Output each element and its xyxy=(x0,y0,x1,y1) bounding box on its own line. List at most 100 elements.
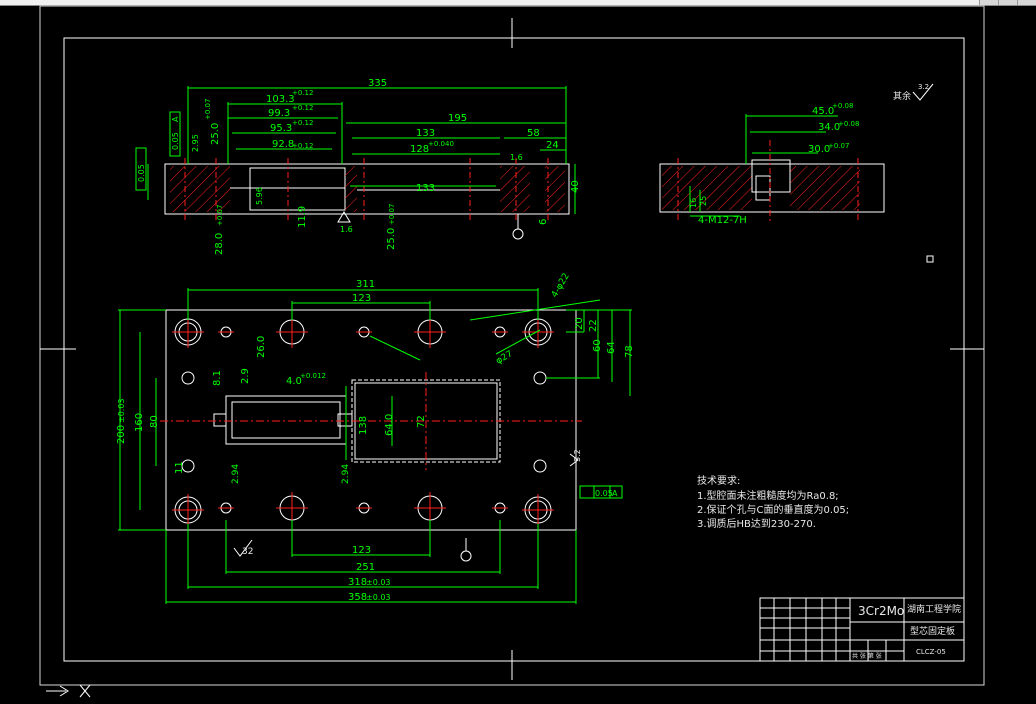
dim-318-tol: ±0.03 xyxy=(366,578,391,587)
dim-30-tol: +0.07 xyxy=(828,142,849,150)
title-block xyxy=(759,597,965,662)
front-dimension-lines xyxy=(147,86,576,214)
dim-335: 335 xyxy=(368,78,387,89)
cursor-pickbox xyxy=(926,255,934,263)
part-name-label: 型芯固定板 xyxy=(910,625,955,637)
school-label: 湖南工程学院 xyxy=(907,603,961,615)
dim-78: 78 xyxy=(624,345,635,358)
dim-25a-tol: +0.07 xyxy=(204,99,212,120)
ucs-icon xyxy=(46,684,91,698)
rest-roughness: 其余 3.2 xyxy=(893,83,934,102)
dim-25b-tol: +0.07 xyxy=(388,204,396,225)
flatness-frame: 0.05 xyxy=(135,147,147,191)
dim-133b: 133 xyxy=(416,183,435,194)
datum-symbol-top xyxy=(337,211,524,240)
dim-30: 30.0 xyxy=(808,144,830,155)
dim-311: 311 xyxy=(356,279,375,290)
dim-99: 99.3 xyxy=(268,108,290,119)
dim-2-9: 2.9 xyxy=(240,368,251,384)
dim-138: 138 xyxy=(358,416,369,435)
minimize-button[interactable] xyxy=(979,0,998,5)
dim-103-tol: +0.12 xyxy=(292,89,313,97)
dim-358-tol: ±0.03 xyxy=(366,593,391,602)
dim-25: 25 xyxy=(699,196,708,206)
dim-28-tol: +0.07 xyxy=(216,205,224,226)
svg-text:0.05: 0.05 xyxy=(137,164,146,182)
dim-25a: 25.0 xyxy=(210,123,221,145)
dim-200: 200 xyxy=(116,425,127,444)
section-view-front xyxy=(164,158,570,222)
rough-16: 1.6 xyxy=(510,153,523,162)
sheet-count: 共 张 第 张 xyxy=(852,652,882,660)
svg-text:32: 32 xyxy=(242,547,253,557)
dim-95: 95.3 xyxy=(270,123,292,134)
dim-200-tol: ±0.03 xyxy=(117,398,126,423)
dim-28: 28.0 xyxy=(214,233,225,255)
svg-text:3.2: 3.2 xyxy=(573,449,582,462)
dim-123a: 123 xyxy=(352,293,371,304)
roughness-symbols-plan: 32 3.2 xyxy=(233,449,582,562)
dim-133a: 133 xyxy=(416,128,435,139)
dim-123b: 123 xyxy=(352,545,371,556)
dim-64b: 64.0 xyxy=(384,414,395,436)
window-controls xyxy=(979,0,1036,5)
section-view-side: 45.0 +0.08 34.0 +0.08 30.0 +0.07 4-M12-7… xyxy=(659,102,885,226)
notes-line-1: 1.型腔面未注粗糙度均为Ra0.8; xyxy=(697,489,839,502)
dim-11: 11 xyxy=(174,461,185,474)
dim-5-96: 5.96 xyxy=(255,187,264,205)
dim-45: 45.0 xyxy=(812,106,834,117)
dim-phi27: φ27 xyxy=(495,349,515,366)
material-label: 3Cr2Mo xyxy=(858,604,904,618)
dim-16: 16 xyxy=(689,198,698,208)
dim-40: 40 xyxy=(570,180,581,193)
dim-72: 72 xyxy=(416,415,427,428)
dim-160: 160 xyxy=(134,413,145,432)
close-button[interactable] xyxy=(1017,0,1036,5)
dim-6: 6 xyxy=(538,219,549,225)
drawing-number: CLCZ-05 xyxy=(916,648,946,656)
dim-34: 34.0 xyxy=(818,122,840,133)
dim-99-tol: +0.12 xyxy=(292,104,313,112)
svg-text:3.2: 3.2 xyxy=(918,83,929,91)
dim-24: 24 xyxy=(546,140,559,151)
centering-marks xyxy=(40,18,984,680)
dim-92-tol: +0.12 xyxy=(292,142,313,150)
plan-dimension-lines xyxy=(118,288,632,604)
dim-95-tol: +0.12 xyxy=(292,119,313,127)
svg-text:A: A xyxy=(612,489,618,498)
dim-2-94b: 2.94 xyxy=(341,464,351,484)
notes-heading: 技术要求: xyxy=(697,474,740,487)
dim-58: 58 xyxy=(527,128,540,139)
rough-16b: 1.6 xyxy=(340,225,353,234)
dim-195: 195 xyxy=(448,113,467,124)
dim-11: 11.9 xyxy=(297,206,308,228)
svg-text:0.05: 0.05 xyxy=(171,132,180,150)
dim-103: 103.3 xyxy=(266,94,295,105)
maximize-button[interactable] xyxy=(998,0,1017,5)
dim-318: 318 xyxy=(348,577,367,588)
dim-2-94a: 2.94 xyxy=(231,464,241,484)
dim-8-1: 8.1 xyxy=(212,370,223,386)
parallelism-frame: 0.05 A xyxy=(169,111,181,157)
perpendicularity-frame: 0.05 A xyxy=(579,485,623,499)
notes-line-3: 3.调质后HB达到230-270. xyxy=(697,518,816,530)
dim-64: 64 xyxy=(606,341,617,354)
svg-text:0.05: 0.05 xyxy=(595,489,613,498)
dim-4-0: 4.0 xyxy=(286,376,302,387)
dim-25b: 25.0 xyxy=(386,228,397,250)
plan-view xyxy=(160,309,582,531)
dim-92: 92.8 xyxy=(272,139,294,150)
dim-128-tol: +0.040 xyxy=(428,140,454,148)
dim-20: 20 xyxy=(574,317,585,330)
dim-34-tol: +0.08 xyxy=(838,120,859,128)
dim-phi22: 4-φ22 xyxy=(550,272,572,300)
dim-2-95: 2.95 xyxy=(191,134,200,152)
dim-22: 22 xyxy=(588,319,599,332)
dim-251: 251 xyxy=(356,562,375,573)
svg-text:其余: 其余 xyxy=(893,90,911,102)
technical-notes: 技术要求: 1.型腔面未注粗糙度均为Ra0.8; 2.保证个孔与C面的垂直度为0… xyxy=(697,474,849,530)
dim-358: 358 xyxy=(348,592,367,603)
notes-line-2: 2.保证个孔与C面的垂直度为0.05; xyxy=(697,503,849,516)
